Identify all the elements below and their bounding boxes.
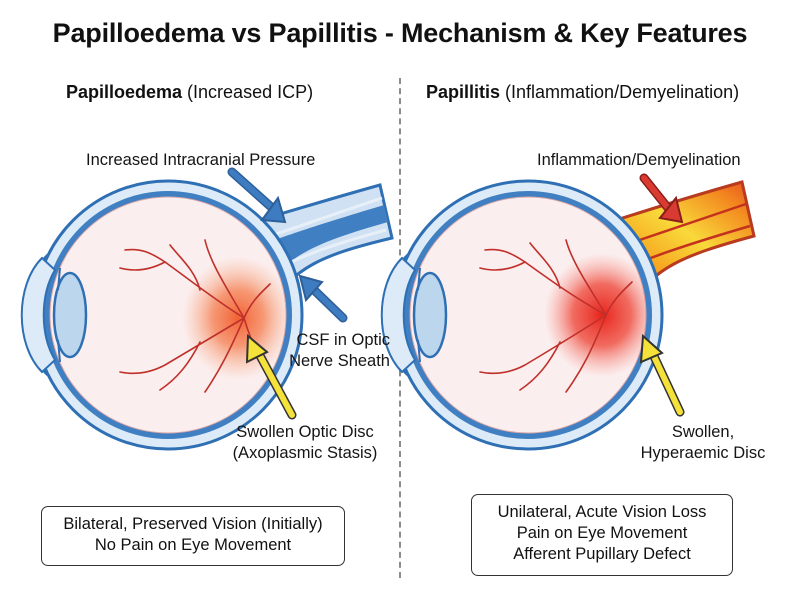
arrow-pressure bbox=[227, 167, 287, 224]
left-heading-rest: (Increased ICP) bbox=[182, 82, 314, 102]
label-csf-line-1: CSF in Optic bbox=[296, 331, 390, 349]
right-retinal-vessels bbox=[479, 239, 633, 393]
left-retinal-vessels bbox=[119, 239, 271, 393]
label-left-disc-line-2: (Axoplasmic Stasis) bbox=[232, 444, 378, 462]
label-csf-sheath: CSF in Optic Nerve Sheath bbox=[268, 330, 390, 372]
page-title: Papilloedema vs Papillitis - Mechanism &… bbox=[52, 18, 748, 48]
label-increased-icp: Increased Intracranial Pressure bbox=[86, 151, 316, 169]
label-left-disc-line-1: Swollen Optic Disc bbox=[236, 423, 374, 441]
arrow-csf bbox=[298, 274, 348, 323]
left-panel-heading: Papilloedema (Increased ICP) bbox=[66, 82, 313, 103]
left-feature-2: No Pain on Eye Movement bbox=[94, 536, 292, 554]
label-right-disc-line-1: Swollen, bbox=[671, 423, 735, 441]
label-right-disc-line-2: Hyperaemic Disc bbox=[640, 444, 766, 462]
label-csf-line-2: Nerve Sheath bbox=[289, 352, 390, 370]
label-inflammation: Inflammation/Demyelination bbox=[537, 151, 741, 169]
right-feature-2: Pain on Eye Movement bbox=[516, 524, 688, 542]
right-features-box: Unilateral, Acute Vision Loss Pain on Ey… bbox=[471, 494, 733, 576]
label-right-disc: Swollen, Hyperaemic Disc bbox=[618, 422, 788, 464]
left-eye bbox=[20, 179, 394, 451]
left-lens bbox=[52, 271, 88, 359]
label-left-disc: Swollen Optic Disc (Axoplasmic Stasis) bbox=[212, 422, 398, 464]
right-feature-3: Afferent Pupillary Defect bbox=[513, 545, 691, 563]
right-eye bbox=[380, 179, 756, 451]
right-panel-heading: Papillitis (Inflammation/Demyelination) bbox=[426, 82, 739, 103]
left-features-box: Bilateral, Preserved Vision (Initially) … bbox=[41, 506, 345, 566]
right-heading-bold: Papillitis bbox=[426, 82, 501, 102]
arrow-right-disc bbox=[639, 333, 685, 417]
left-feature-1: Bilateral, Preserved Vision (Initially) bbox=[63, 515, 323, 533]
arrow-left-disc bbox=[245, 333, 297, 420]
right-heading-rest: (Inflammation/Demyelination) bbox=[500, 82, 740, 102]
right-lens bbox=[412, 271, 448, 359]
right-feature-1: Unilateral, Acute Vision Loss bbox=[497, 503, 707, 521]
left-heading-bold: Papilloedema bbox=[66, 82, 183, 102]
arrow-inflammation bbox=[639, 173, 684, 224]
